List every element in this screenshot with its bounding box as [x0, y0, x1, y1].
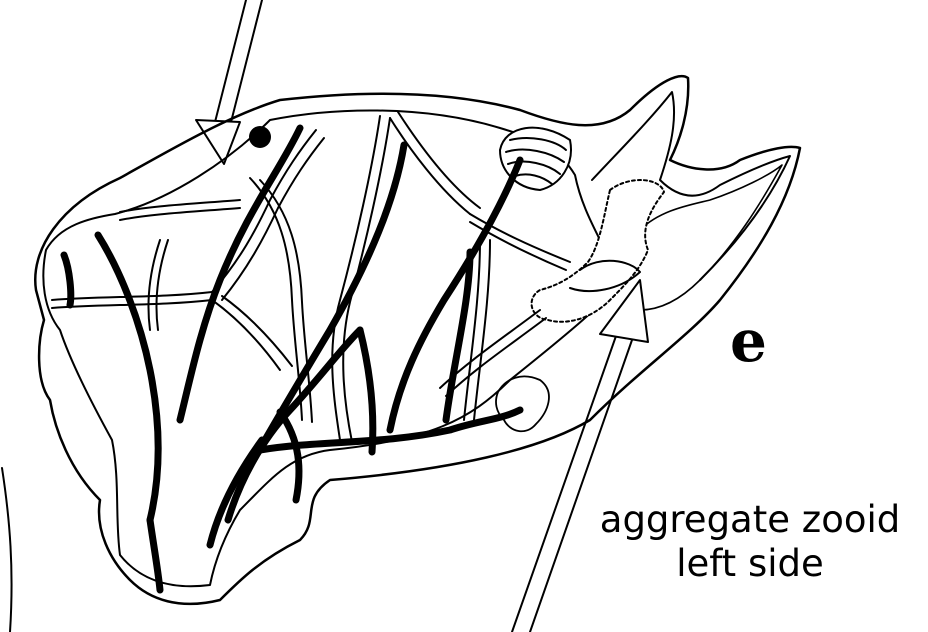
lower-pointer-arrow [511, 279, 649, 632]
double-line-bands [51, 111, 571, 443]
caption-line-2: left side [676, 542, 824, 585]
gut-loop [569, 259, 641, 292]
dark-dot [249, 126, 271, 148]
panel-letter: e [730, 307, 767, 375]
atrial-siphon [591, 91, 791, 281]
adjacent-zooid-outline [1, 467, 13, 632]
tunic-outline [34, 74, 802, 606]
stippled-organ [530, 179, 665, 323]
lumpy-organ [495, 375, 550, 433]
muscle-bands [60, 124, 524, 594]
figure-caption: aggregate zooid left side [570, 498, 928, 586]
atrial-siphon-inner [639, 164, 783, 311]
caption-line-1: aggregate zooid [599, 498, 901, 541]
